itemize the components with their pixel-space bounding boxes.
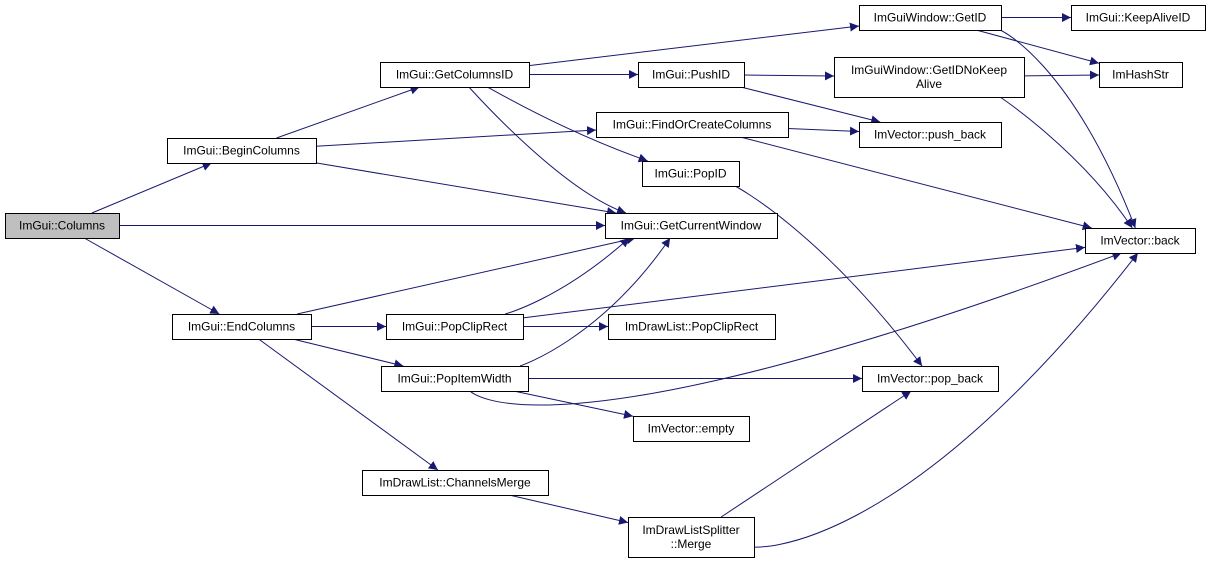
node-pushback[interactable]: ImVector::push_back [859,122,1002,148]
node-label: ImGui::BeginColumns [183,144,300,158]
edge-getcolumnsid-to-popid [487,86,648,163]
node-getcurrentwindow[interactable]: ImGui::GetCurrentWindow [605,213,778,239]
node-box [380,62,530,88]
node-box [1085,228,1196,254]
node-box [608,314,776,340]
node-begincolumns[interactable]: ImGui::BeginColumns [167,138,317,164]
edge-pushid-to-pushback [740,86,881,125]
node-box [628,517,755,558]
edge-endcolumns-to-getcurrentwindow [297,235,636,315]
edge-getcolumnsid-to-windowgetid [528,22,860,67]
node-box [605,213,778,239]
node-label: Alive [916,77,942,91]
node-label: ImHashStr [1112,68,1169,82]
node-label: ImGui::PopItemWidth [397,372,511,386]
edge-channelsmerge-to-splittermerge [509,494,629,525]
node-keepaliveid[interactable]: ImGui::KeepAliveID [1071,5,1206,31]
node-box [381,366,529,392]
edge-popitemwidth-to-back [469,251,1122,406]
node-pushid[interactable]: ImGui::PushID [638,62,745,88]
node-label: ImDrawList::ChannelsMerge [379,476,531,490]
edge-columns-to-begincolumns [91,162,212,214]
node-popitemwidth[interactable]: ImGui::PopItemWidth [381,366,529,392]
node-popback[interactable]: ImVector::pop_back [862,366,999,392]
node-box [167,138,317,164]
node-label: ImGui::Columns [19,219,105,233]
node-label: ImGuiWindow::GetID [874,11,987,25]
node-label: ImGui::GetCurrentWindow [621,219,762,233]
node-windowgetid[interactable]: ImGuiWindow::GetID [859,5,1002,31]
node-label: ImGui::EndColumns [188,320,295,334]
node-channelsmerge[interactable]: ImDrawList::ChannelsMerge [362,470,549,496]
node-splittermerge[interactable]: ImDrawListSplitter::Merge [628,517,755,558]
node-label: ImDrawList::PopClipRect [625,320,759,334]
edge-findorcreate-to-back [740,136,1092,231]
node-box [172,314,312,340]
node-box [859,122,1002,148]
node-box [834,57,1025,98]
node-label: ImVector::empty [648,422,735,436]
node-box [5,213,120,239]
node-label: ImGui::PushID [652,68,730,82]
edge-getcolumnsid-to-getcurrentwindow [468,86,627,215]
edge-endcolumns-to-popitemwidth [292,338,404,369]
edge-begincolumns-to-getcolumnsid [276,85,420,139]
node-label: ImGui::FindOrCreateColumns [613,118,772,132]
node-popid[interactable]: ImGui::PopID [642,161,740,187]
edge-splittermerge-to-back [753,252,1139,548]
node-box [386,314,524,340]
edge-popcliprect-to-getcurrentwindow [504,237,630,315]
node-box [859,5,1002,31]
edge-windowgetid-to-back [999,29,1137,229]
node-box [1099,62,1183,88]
edge-begincolumns-to-findorcreate [315,126,597,147]
edge-pushid-to-getidnokeep [743,71,835,81]
node-label: ImGui::PopID [654,167,726,181]
node-box [362,470,549,496]
edge-findorcreate-to-pushback [787,126,860,136]
node-box [862,366,999,392]
node-popcliprect[interactable]: ImGui::PopClipRect [386,314,524,340]
node-box [633,416,750,442]
node-label: ImGuiWindow::GetIDNoKeep [851,63,1007,77]
node-endcolumns[interactable]: ImGui::EndColumns [172,314,312,340]
edge-popid-to-popback [734,185,923,367]
edge-begincolumns-to-getcurrentwindow [315,162,617,216]
node-label: ImGui::KeepAliveID [1086,11,1191,25]
node-columns[interactable]: ImGui::Columns [5,213,120,239]
node-box [1071,5,1206,31]
edge-endcolumns-to-channelsmerge [258,338,439,471]
node-box [596,112,789,138]
node-box [638,62,745,88]
node-label: ImDrawListSplitter [642,523,739,537]
node-label: ImVector::back [1100,234,1180,248]
edge-popcliprect-to-back [522,244,1086,319]
edge-popitemwidth-to-getcurrentwindow [519,237,671,367]
node-label: ImGui::GetColumnsID [396,68,514,82]
edge-getidnokeep-to-back [999,96,1133,229]
edge-columns-to-endcolumns [83,237,220,315]
node-label: ImGui::PopClipRect [402,320,508,334]
node-drawlistpopclip[interactable]: ImDrawList::PopClipRect [608,314,776,340]
edge-splittermerge-to-popback [720,390,912,518]
node-label: ImVector::push_back [874,128,987,142]
node-imhashstr[interactable]: ImHashStr [1099,62,1183,88]
node-label: ::Merge [671,537,712,551]
node-box [642,161,740,187]
edge-windowgetid-to-imhashstr [976,29,1100,66]
node-label: ImVector::pop_back [877,372,984,386]
edge-getidnokeep-to-imhashstr [1023,70,1100,80]
node-empty[interactable]: ImVector::empty [633,416,750,442]
node-getcolumnsid[interactable]: ImGui::GetColumnsID [380,62,530,88]
node-back[interactable]: ImVector::back [1085,228,1196,254]
node-findorcreate[interactable]: ImGui::FindOrCreateColumns [596,112,789,138]
